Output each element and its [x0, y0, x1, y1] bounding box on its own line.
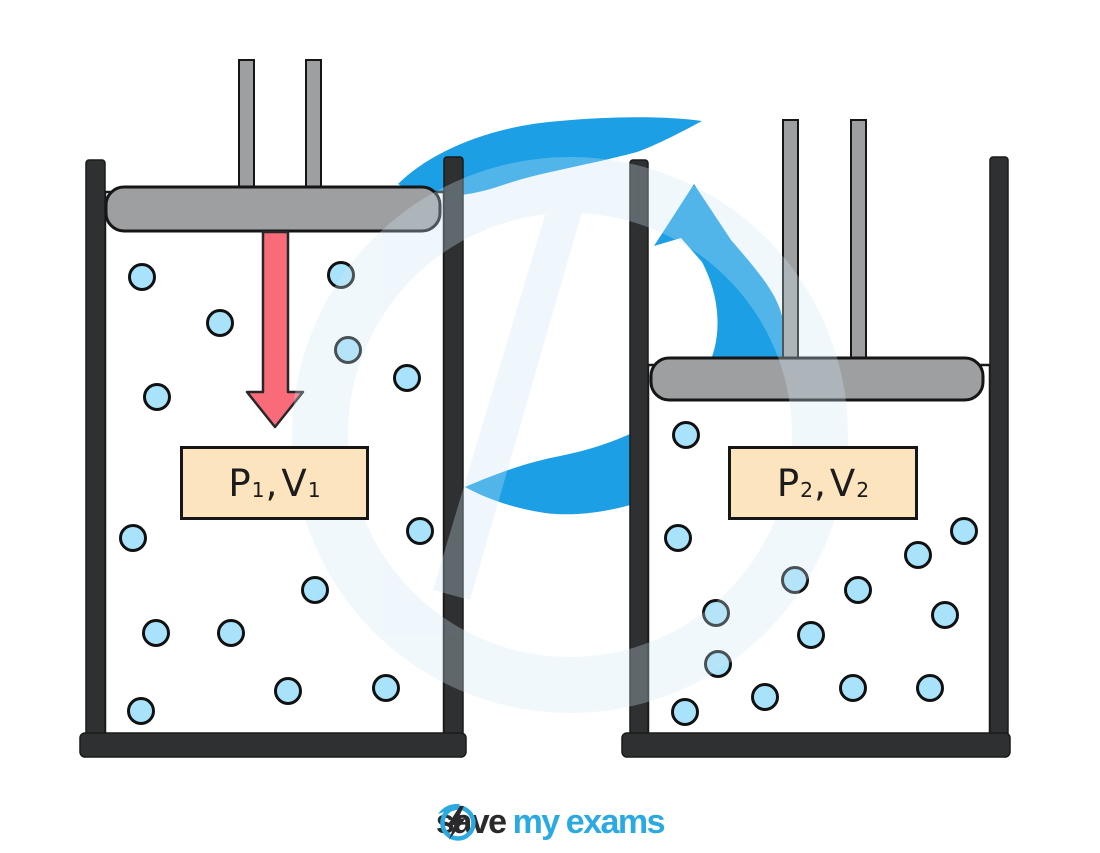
gas-particle [217, 619, 245, 647]
gas-particle [671, 698, 699, 726]
gas-particle [664, 524, 692, 552]
lightning-bolt-icon [437, 803, 476, 841]
brand-word-my: my [512, 803, 561, 841]
gas-particle [797, 621, 825, 649]
gas-particle [839, 674, 867, 702]
left-gas-particles [119, 261, 434, 725]
pressure-symbol: P [776, 461, 801, 505]
gas-particle [950, 517, 978, 545]
watermark-ring [292, 157, 848, 713]
gas-particle [393, 364, 421, 392]
gas-particle [916, 674, 944, 702]
cycle-arrow-top-swoosh [398, 117, 702, 196]
right-gas-particles [664, 421, 978, 726]
compression-down-arrow-icon [245, 230, 305, 429]
gas-particle [751, 683, 779, 711]
pressure-symbol: P [228, 461, 252, 505]
gas-particle [274, 677, 302, 705]
left-piston [104, 59, 442, 233]
gas-particle [128, 263, 156, 291]
right-cylinder [621, 156, 1011, 758]
volume-subscript: 2 [856, 478, 870, 503]
left-cylinder-left-wall [85, 159, 106, 738]
separator: , [814, 461, 827, 505]
right-piston-rod-right [850, 119, 867, 361]
gas-particle [781, 566, 809, 594]
volume-symbol: V [281, 461, 308, 505]
left-cylinder-base [79, 732, 467, 758]
gas-particle [702, 599, 730, 627]
gas-particle [119, 524, 147, 552]
right-piston-head [649, 356, 985, 402]
watermark [292, 157, 848, 713]
left-piston-rod-right [305, 59, 322, 193]
gas-particle [406, 517, 434, 545]
logo-wing [437, 803, 460, 814]
gas-particle [142, 619, 170, 647]
gas-particle [301, 576, 329, 604]
logo-bolt [446, 806, 466, 840]
gas-particle [931, 601, 959, 629]
gas-particle [904, 541, 932, 569]
gas-particle [327, 261, 355, 289]
brand-word-exams: exams [565, 803, 666, 841]
separator: , [265, 461, 279, 505]
gas-particle [844, 576, 872, 604]
gas-particle [143, 383, 171, 411]
gas-particle [334, 336, 362, 364]
gas-particle [206, 309, 234, 337]
gas-particle [672, 421, 700, 449]
right-piston [649, 119, 985, 402]
right-cylinder-right-wall [989, 156, 1009, 738]
volume-subscript: 1 [307, 478, 321, 503]
pressure-subscript: 1 [251, 478, 265, 503]
logo-ring [440, 805, 476, 841]
left-piston-rod-left [238, 59, 255, 193]
right-cylinder-base [621, 732, 1011, 758]
gas-particle [127, 697, 155, 725]
pressure-subscript: 2 [800, 478, 814, 503]
gas-particle [704, 650, 732, 678]
volume-symbol: V [829, 461, 857, 505]
watermark-bolt-streak [433, 205, 584, 600]
gas-particle [372, 674, 400, 702]
